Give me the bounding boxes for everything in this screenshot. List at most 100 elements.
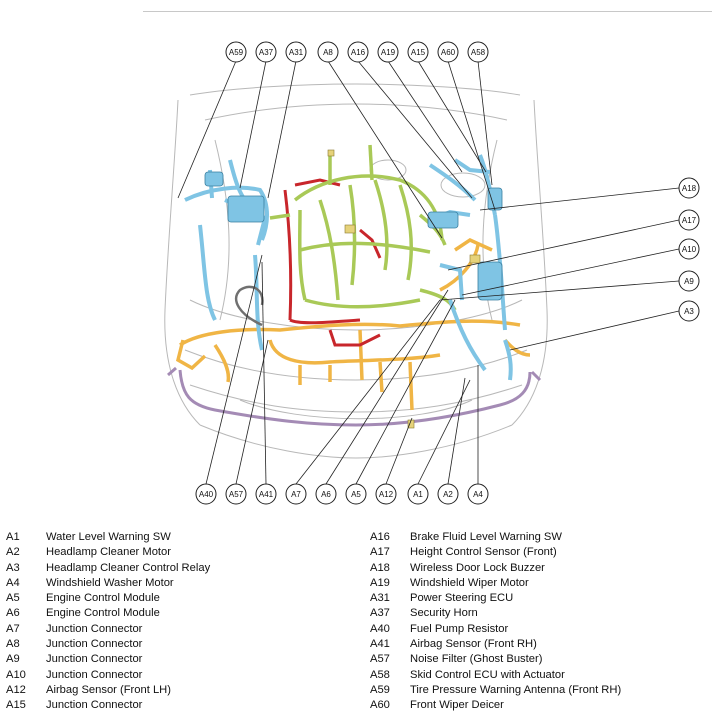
callout-label: A37 (259, 48, 274, 57)
callout-label: A59 (229, 48, 244, 57)
engine-compartment-diagram: A59 A37 A31 A8 A16 A19 A15 A60 A58 A18 A… (164, 41, 700, 505)
legend-code: A31 (370, 592, 390, 605)
callout-label: A60 (441, 48, 456, 57)
callout-label: A3 (684, 307, 694, 316)
legend-description: Junction Connector (46, 622, 143, 635)
callout-label: A1 (413, 490, 423, 499)
callout-a9: A9 (678, 270, 700, 292)
callout-a2: A2 (437, 483, 459, 505)
legend-description: Headlamp Cleaner Control Relay (46, 561, 211, 574)
callout-label: A8 (323, 48, 333, 57)
legend-code: A4 (6, 576, 20, 589)
top-divider (143, 11, 712, 12)
legend-description: Front Wiper Deicer (410, 699, 504, 712)
legend-description: Airbag Sensor (Front RH) (410, 638, 537, 651)
legend-code: A2 (6, 546, 20, 559)
legend-description: Windshield Wiper Motor (410, 576, 529, 589)
callout-a41: A41 (255, 483, 277, 505)
legend-description: Junction Connector (46, 653, 143, 666)
legend-code: A5 (6, 592, 20, 605)
purple-harness (167, 366, 542, 427)
callout-label: A15 (411, 48, 426, 57)
callout-a4: A4 (467, 483, 489, 505)
leader-lines (177, 60, 680, 485)
legend-code: A17 (370, 546, 390, 559)
legend-code: A19 (370, 576, 390, 589)
gray-harness (234, 285, 264, 327)
legend-description: Brake Fluid Level Warning SW (410, 531, 562, 543)
legend-description: Junction Connector (46, 668, 143, 681)
legend-description: Wireless Door Lock Buzzer (410, 561, 545, 574)
callout-a60: A60 (437, 41, 459, 63)
callout-a31: A31 (285, 41, 307, 63)
green-harness (269, 144, 457, 311)
callout-label: A58 (471, 48, 486, 57)
callouts-right: A18 A17 A10 A9 A3 (678, 177, 700, 322)
callout-label: A18 (682, 184, 697, 193)
callout-a40: A40 (195, 483, 217, 505)
legend-description: Headlamp Cleaner Motor (46, 546, 171, 559)
legend-code: A37 (370, 607, 390, 620)
callout-a10: A10 (678, 238, 700, 260)
legend-description: Noise Filter (Ghost Buster) (410, 653, 543, 666)
callout-label: A7 (291, 490, 301, 499)
callout-label: A57 (229, 490, 244, 499)
legend-code: A1 (6, 531, 20, 543)
callouts-top: A59 A37 A31 A8 A16 A19 A15 A60 A58 (225, 41, 489, 63)
callout-label: A40 (199, 490, 214, 499)
callout-a18: A18 (678, 177, 700, 199)
callout-label: A9 (684, 277, 694, 286)
callout-a17: A17 (678, 209, 700, 231)
legend-description: Water Level Warning SW (46, 531, 171, 543)
legend-description: Fuel Pump Resistor (410, 622, 509, 635)
callout-label: A19 (381, 48, 396, 57)
callout-label: A2 (443, 490, 453, 499)
legend-code: A60 (370, 699, 390, 712)
legend-code: A9 (6, 653, 20, 666)
callout-a16: A16 (347, 41, 369, 63)
legend-code: A6 (6, 607, 20, 620)
legend-code: A8 (6, 638, 20, 651)
legend-description: Security Horn (410, 607, 478, 620)
callout-a37: A37 (255, 41, 277, 63)
callout-a1: A1 (407, 483, 429, 505)
legend-code: A18 (370, 561, 390, 574)
callout-a12: A12 (375, 483, 397, 505)
legend-code: A12 (6, 683, 26, 696)
legend-description: Tire Pressure Warning Antenna (Front RH) (410, 683, 622, 696)
callout-label: A17 (682, 216, 697, 225)
callout-a59: A59 (225, 41, 247, 63)
callout-a3: A3 (678, 300, 700, 322)
callout-label: A31 (289, 48, 304, 57)
callout-label: A41 (259, 490, 274, 499)
legend-description: Windshield Washer Motor (46, 576, 174, 589)
callout-a19: A19 (377, 41, 399, 63)
legend-description: Junction Connector (46, 638, 143, 651)
callout-label: A5 (351, 490, 361, 499)
callout-a8: A8 (317, 41, 339, 63)
callout-label: A16 (351, 48, 366, 57)
callouts-bottom: A40 A57 A41 A7 A6 A5 A12 A1 A2 A4 (195, 483, 489, 505)
callout-a5: A5 (345, 483, 367, 505)
legend-code: A7 (6, 622, 20, 635)
legend-code: A40 (370, 622, 390, 635)
legend-description: Height Control Sensor (Front) (410, 546, 557, 559)
legend-code: A16 (370, 531, 390, 543)
callout-a15: A15 (407, 41, 429, 63)
callout-a58: A58 (467, 41, 489, 63)
callout-label: A12 (379, 490, 394, 499)
legend-code: A41 (370, 638, 390, 651)
legend-description: Power Steering ECU (410, 592, 514, 605)
legend-code: A10 (6, 668, 26, 681)
callout-a7: A7 (285, 483, 307, 505)
callout-label: A6 (321, 490, 331, 499)
legend-code: A15 (6, 699, 26, 712)
callout-a6: A6 (315, 483, 337, 505)
red-harness (283, 178, 382, 347)
legend-description: Airbag Sensor (Front LH) (46, 683, 171, 696)
legend-description: Skid Control ECU with Actuator (410, 668, 565, 681)
blue-harness (184, 154, 513, 381)
legend-code: A59 (370, 683, 390, 696)
legend-code: A58 (370, 668, 390, 681)
